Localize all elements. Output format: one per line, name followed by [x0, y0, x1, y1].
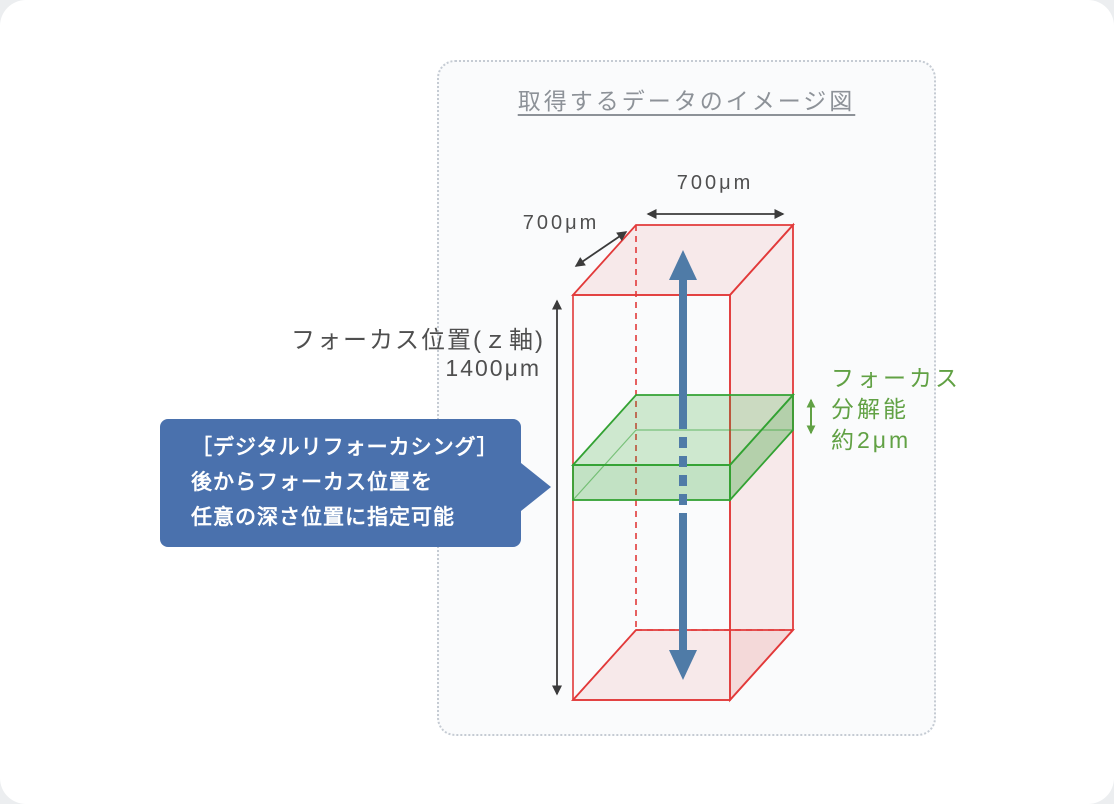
box-hidden-edge-left: [572, 629, 637, 701]
focal-plane-slab: [570, 392, 796, 503]
refocusing-callout: ［デジタルリフォーカシング］ 後からフォーカス位置を 任意の深さ位置に指定可能: [160, 419, 551, 547]
slab-front-face: [572, 464, 731, 501]
slab-right-face: [729, 392, 794, 503]
callout-heading: ［デジタルリフォーカシング］: [191, 436, 499, 459]
focus-resolution-label: フォーカス 分解能 約2μm: [831, 363, 961, 456]
width-dimension-label: 700μm: [676, 172, 754, 194]
callout-body-line2: 任意の深さ位置に指定可能: [191, 506, 455, 529]
focus-resolution-line3: 約2μm: [831, 427, 912, 453]
focus-resolution-line1: フォーカス: [831, 365, 961, 391]
z-axis-value: 1400μm: [445, 355, 541, 381]
depth-dimension-label: 700μm: [522, 212, 600, 234]
callout-pointer: [521, 463, 551, 511]
z-scan-arrowhead-up: [669, 250, 697, 280]
z-scan-arrow: [669, 250, 697, 680]
depth-arrow: [574, 231, 628, 267]
z-scan-arrowhead-down: [669, 650, 697, 680]
panel-title: 取得するデータのイメージ図: [517, 88, 856, 114]
callout-body-line1: 後からフォーカス位置を: [191, 471, 433, 494]
dimension-arrows: [552, 209, 785, 696]
focus-resolution-line2: 分解能: [831, 396, 909, 422]
z-axis-label: フォーカス位置(ｚ軸): [291, 327, 545, 354]
